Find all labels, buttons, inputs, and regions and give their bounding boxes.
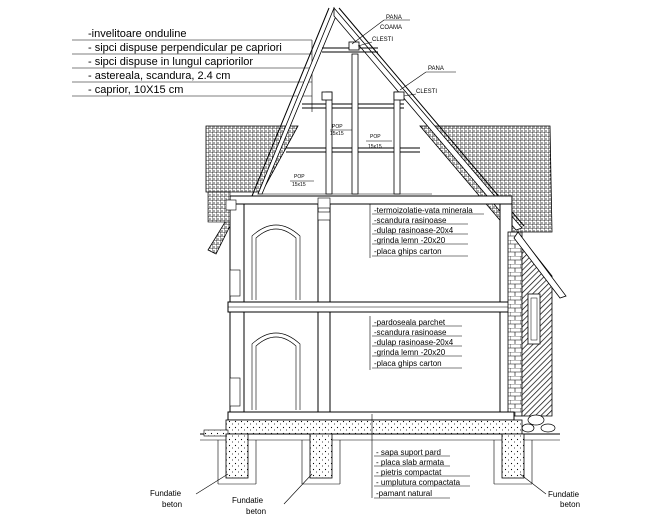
roof-note-5: - caprior, 10X15 cm — [88, 84, 183, 96]
ground-floor-layers: -pardoseala parchet -scandura rasinoase … — [369, 316, 462, 370]
foundation-layer-3: - pietris compactat — [376, 468, 442, 477]
right-wall — [507, 231, 567, 433]
foundation-label-2-line2: beton — [246, 507, 266, 516]
ground-layer-4: -grinda lemn -20x20 — [374, 348, 446, 357]
roof-note-4: - astereala, scandura, 2.4 cm — [88, 70, 230, 82]
foundation-label-3-line1: Fundatie — [548, 490, 580, 499]
foundation-label-1-line2: beton — [162, 500, 182, 509]
pop-label-2-size: 15x15 — [368, 144, 382, 150]
foundation-layers: - sapa suport pard - placa slab armata -… — [371, 414, 470, 499]
attic-layer-5: -placa ghips carton — [374, 247, 442, 256]
pop-label-1-name: POP — [332, 124, 343, 130]
main-gable — [251, 6, 525, 231]
side-pana-label: PANA — [428, 66, 444, 72]
roof-note-3: - sipci dispuse in lungul capriorilor — [88, 56, 253, 68]
ridge-clesti-label: CLESTI — [372, 37, 393, 43]
foundation-footings — [217, 433, 533, 485]
ground-layer-2: -scandura rasinoase — [374, 328, 447, 337]
foundation-layer-4: - umplutura compactata — [376, 478, 461, 487]
foundation-label-1-line1: Fundatie — [150, 489, 182, 498]
ground-floor — [229, 311, 513, 413]
ground-layer-1: -pardoseala parchet — [374, 318, 446, 327]
ridge-labels: PANA COAMA CLESTI — [351, 15, 410, 47]
foundation-label-3-line2: beton — [560, 500, 580, 509]
foundation-layer-1: - sapa suport pard — [376, 448, 441, 457]
ground-layer-5: -placa ghips carton — [374, 359, 442, 368]
foundation-layer-2: - placa slab armata — [376, 458, 445, 467]
roof-note-1: -invelitoare onduline — [88, 28, 186, 40]
pop-label-3-name: POP — [294, 174, 305, 180]
attic-floor-layers: -termoizolatie-vata minerala -scandura r… — [369, 204, 484, 258]
roof-note-2: - sipci dispuse perpendicular pe caprior… — [88, 42, 282, 54]
attic-layer-3: -dulap rasinoase-20x4 — [374, 226, 454, 235]
attic-layer-2: -scandura rasinoase — [374, 216, 447, 225]
pop-label-3-size: 15x15 — [292, 182, 306, 188]
foundation-labels: Fundatie beton Fundatie beton Fundatie b… — [150, 473, 580, 516]
pop-label-2-name: POP — [370, 134, 381, 140]
ridge-pana-label: PANA — [386, 15, 402, 21]
pop-label-1-size: 15x15 — [330, 131, 344, 137]
pop-labels: POP 15x15 POP 15x15 POP 15x15 — [290, 124, 392, 188]
roof-notes: -invelitoare onduline - sipci dispuse pe… — [72, 28, 313, 112]
foundation-layer-5: -pamant natural — [376, 489, 432, 498]
attic-layer-4: -grinda lemn -20x20 — [374, 236, 446, 245]
intermediate-floor — [227, 301, 515, 327]
foundation-label-2-line1: Fundatie — [232, 496, 264, 505]
ground-layer-3: -dulap rasinoase-20x4 — [374, 338, 454, 347]
side-clesti-label: CLESTI — [416, 89, 437, 95]
side-labels: PANA CLESTI — [399, 66, 456, 97]
attic-layer-1: -termoizolatie-vata minerala — [374, 206, 473, 215]
ridge-coama-label: COAMA — [380, 25, 402, 31]
ground-slab — [200, 411, 560, 441]
